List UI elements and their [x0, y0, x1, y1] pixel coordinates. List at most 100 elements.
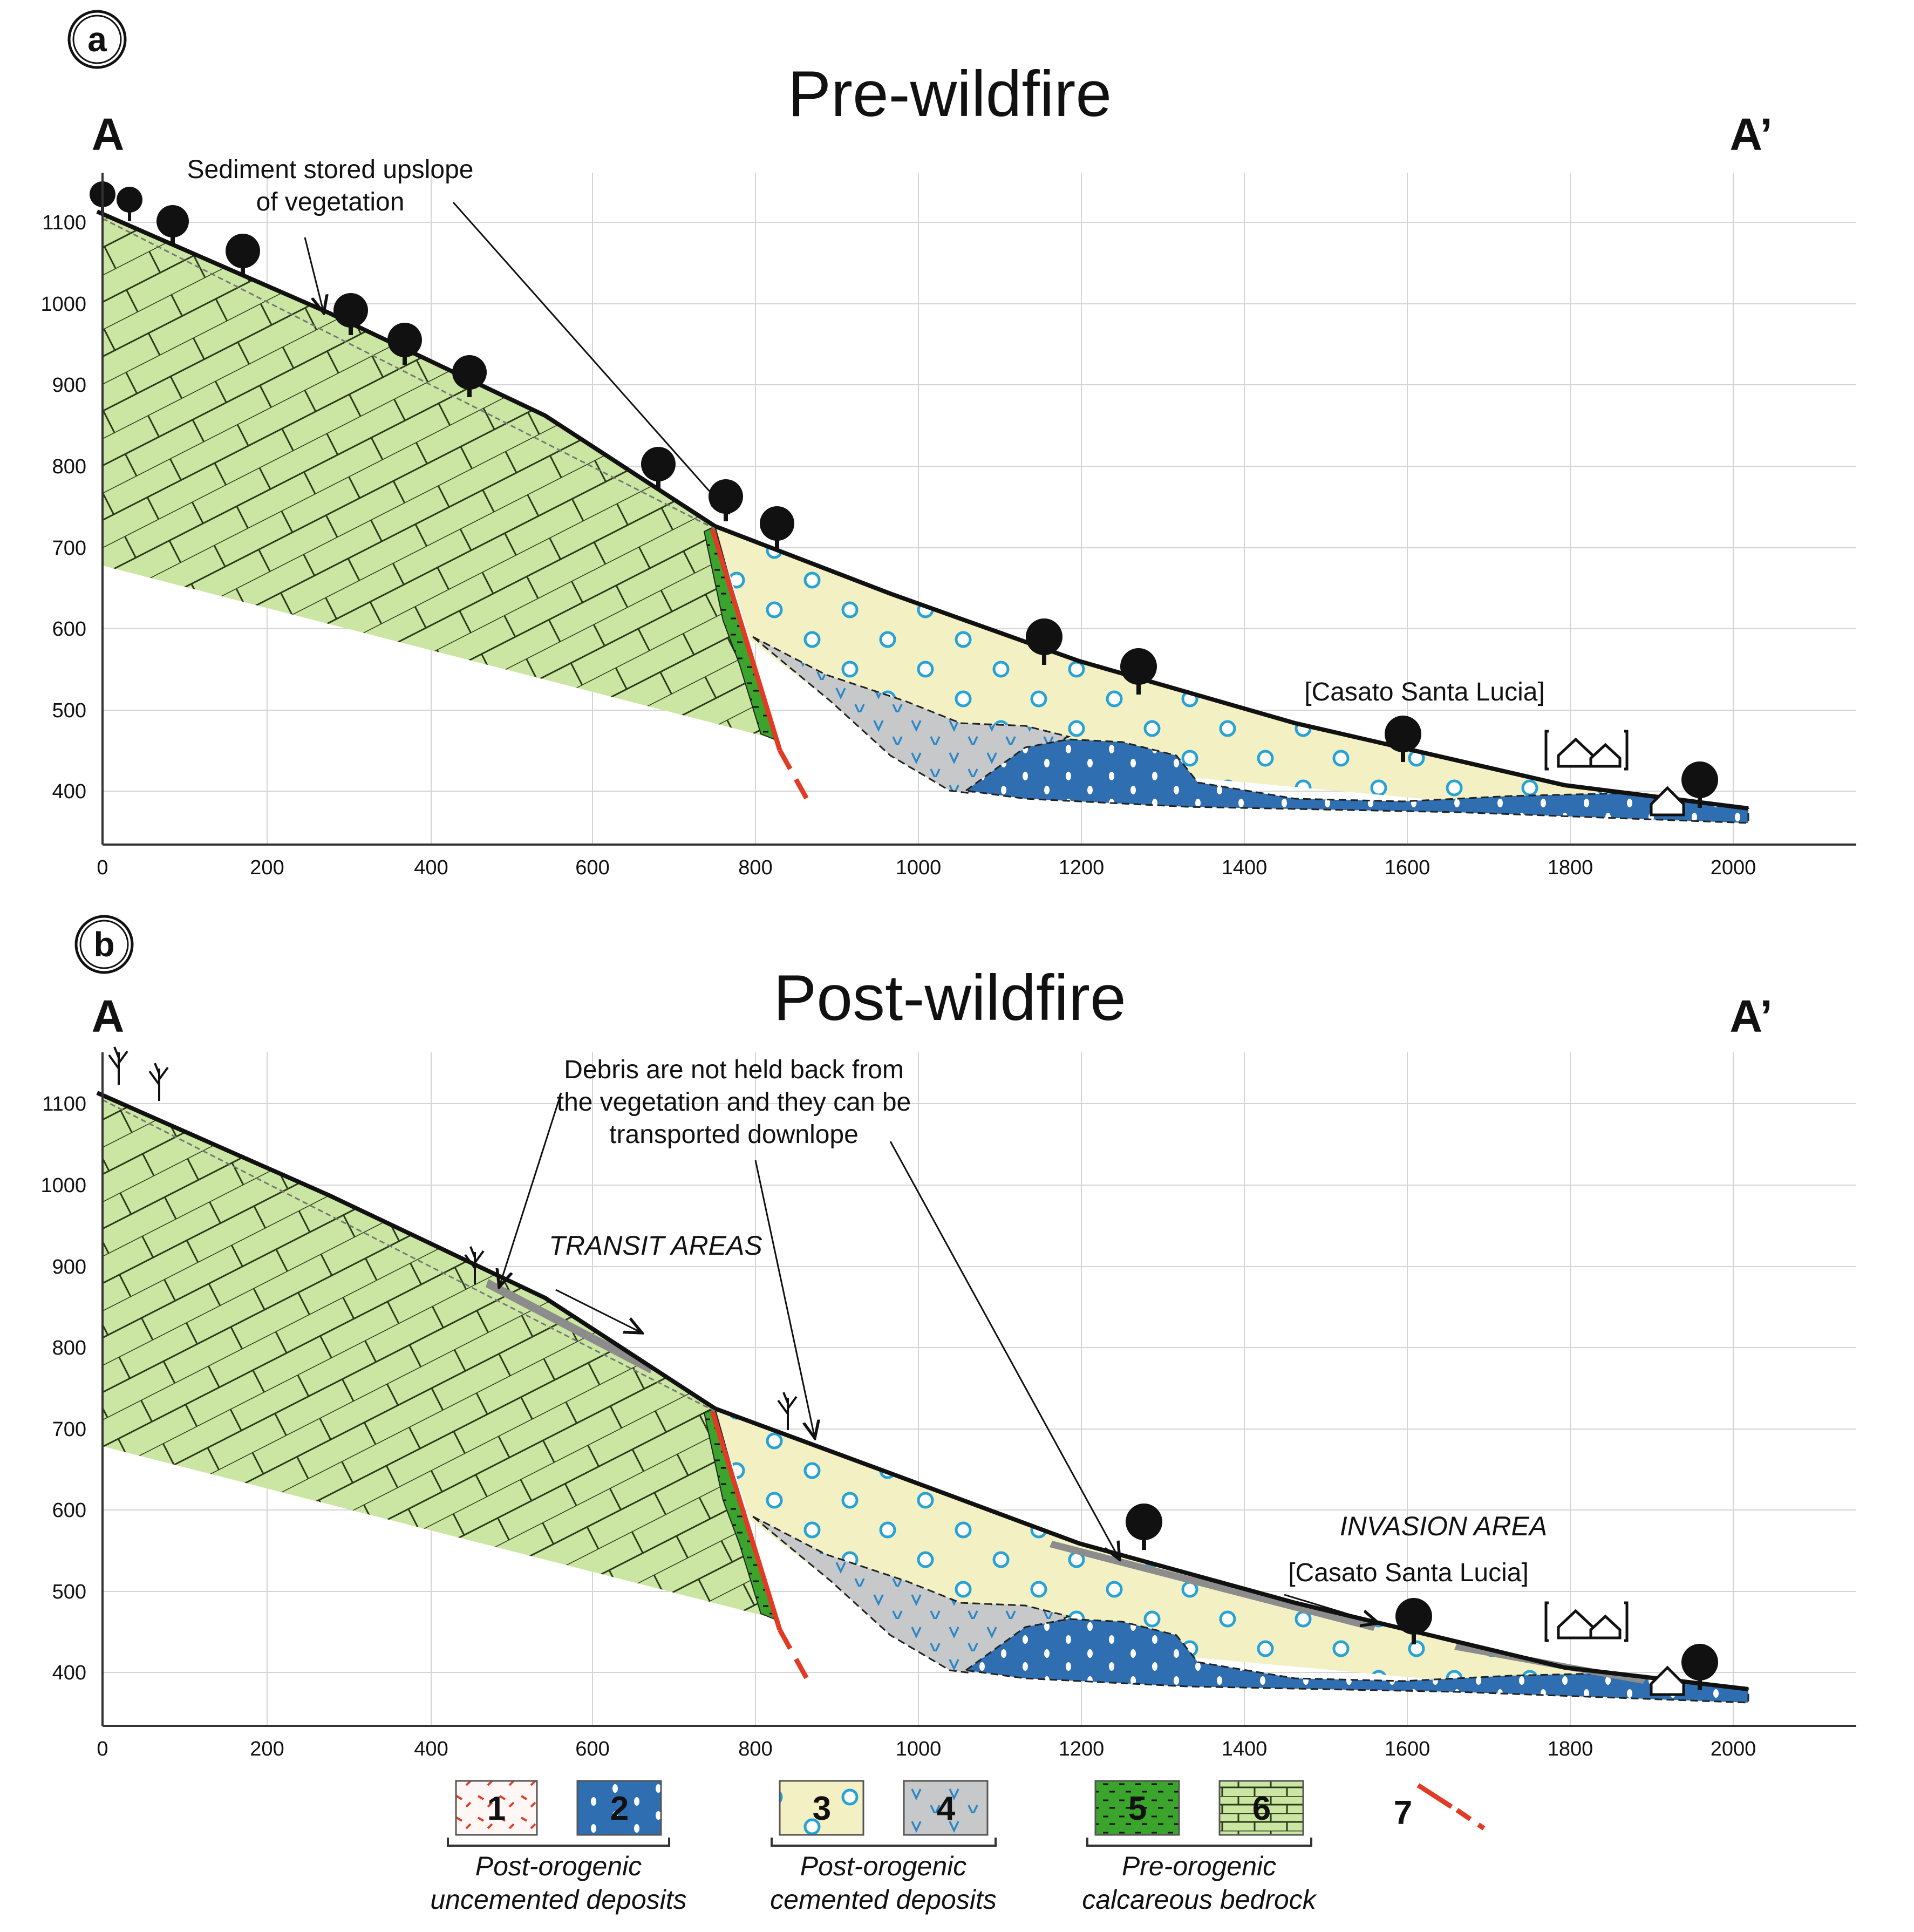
legend-group2-line1: Post-orogenic	[800, 1851, 967, 1881]
x-tick-1400: 1400	[1222, 1738, 1268, 1760]
panel-a-end-label: A’	[1729, 109, 1772, 160]
y-tick-500: 500	[52, 1581, 86, 1603]
fault-line	[710, 528, 782, 751]
panel-a-axes	[101, 173, 1856, 846]
x-tick-1800: 1800	[1548, 1738, 1593, 1760]
legend-item-5: 5	[1094, 1780, 1180, 1836]
panel-b-letter: b	[93, 925, 114, 964]
legend-group3-line1: Pre-orogenic	[1122, 1851, 1276, 1881]
panel-a-start-label: A	[92, 109, 125, 160]
tree-icon	[90, 181, 1718, 808]
y-tick-400: 400	[52, 1662, 86, 1684]
panel-b-letter-circle	[74, 915, 134, 974]
legend-num-2: 2	[610, 1790, 629, 1827]
cemented-deposit	[715, 526, 1748, 820]
legend-num-4: 4	[937, 1790, 956, 1827]
x-tick-1000: 1000	[896, 856, 942, 879]
legend-num-1: 1	[487, 1790, 506, 1827]
fault-line-dashed	[778, 1628, 809, 1680]
fault-line	[710, 1410, 782, 1631]
panel-b-annotation-line-3: transported downlope	[609, 1120, 859, 1149]
legend-group3-line2: calcareous bedrock	[1082, 1885, 1318, 1915]
legend-item-6: 6	[1218, 1780, 1304, 1836]
bedrock-limestone	[103, 215, 766, 737]
y-tick-1000: 1000	[40, 1174, 86, 1197]
x-tick-800: 800	[738, 856, 772, 879]
legend-num-3: 3	[813, 1790, 831, 1827]
legend-item-7: 7	[1394, 1783, 1486, 1832]
y-tick-900: 900	[52, 1256, 86, 1278]
panel-a-x-ticks: 0 200 400 600 800 1000 1200 1400 1600 18…	[97, 856, 1756, 879]
annotation-arrow	[452, 202, 728, 513]
legend-bracket-1	[447, 1838, 670, 1847]
x-tick-400: 400	[414, 1738, 448, 1760]
debris-cover	[1050, 1541, 1376, 1631]
cemented-deposit	[715, 1409, 1748, 1700]
tree-icon	[1126, 1504, 1718, 1690]
x-tick-600: 600	[575, 1738, 609, 1760]
panel-b-place-label: [Casato Santa Lucia]	[1288, 1559, 1529, 1587]
x-tick-400: 400	[414, 856, 448, 879]
legend-item-1: 1	[455, 1780, 538, 1836]
legend-group1-line1: Post-orogenic	[475, 1851, 642, 1881]
panel-b-title: Post-wildfire	[773, 962, 1126, 1034]
x-tick-200: 200	[250, 1738, 284, 1760]
x-tick-2000: 2000	[1711, 1738, 1756, 1760]
x-tick-1200: 1200	[1059, 1738, 1105, 1760]
panel-a-annotation-line-2: of vegetation	[256, 188, 405, 216]
panel-a-y-ticks: 400 500 600 700 800 900 1000 1100	[40, 212, 86, 803]
debris-cover	[486, 1279, 653, 1373]
y-tick-800: 800	[52, 455, 86, 478]
legend-bracket-2	[771, 1838, 997, 1847]
y-tick-400: 400	[52, 780, 86, 803]
panel-b-annotation-line-1: Debris are not held back from	[564, 1056, 904, 1084]
panel-a-annotation-line-1: Sediment stored upslope	[187, 155, 474, 184]
sediment-layer-thin	[102, 1099, 716, 1412]
panel-b-x-ticks: 0 200 400 600 800 1000 1200 1400 1600 18…	[97, 1738, 1756, 1760]
sediment-layer-thin	[102, 217, 716, 530]
annotation-arrow	[754, 1160, 815, 1438]
x-tick-0: 0	[97, 1738, 108, 1760]
bedrock-limestone	[103, 1096, 766, 1616]
y-tick-600: 600	[52, 618, 86, 641]
x-tick-1400: 1400	[1222, 856, 1268, 879]
legend-num-7: 7	[1394, 1794, 1412, 1832]
panel-b-annotation-line-2: the vegetation and they can be	[557, 1088, 911, 1117]
panel-b-y-ticks: 400 500 600 700 800 900 1000 1100	[40, 1093, 86, 1684]
annotation-arrow	[499, 1092, 562, 1287]
blue-deposit	[964, 1618, 1749, 1704]
panel-a-pre-wildfire: 400 500 600 700 800 900 1000 1100 0 200 …	[40, 10, 1856, 879]
y-tick-1100: 1100	[42, 212, 86, 234]
blue-deposit	[964, 738, 1749, 824]
burnt-tree-icon	[108, 1046, 798, 1430]
panel-a-letter-circle-inner	[72, 15, 122, 64]
panel-a-letter: a	[87, 20, 107, 59]
panel-a-title: Pre-wildfire	[788, 58, 1112, 130]
legend-bracket-3	[1086, 1838, 1312, 1847]
y-tick-700: 700	[52, 537, 86, 560]
transit-areas-label: TRANSIT AREAS	[549, 1230, 762, 1261]
legend-num-6: 6	[1252, 1790, 1271, 1827]
panel-a-place-label: [Casato Santa Lucia]	[1304, 678, 1545, 706]
legend-item-2: 2	[576, 1780, 662, 1836]
x-tick-1600: 1600	[1385, 1738, 1431, 1760]
panel-b-axes	[101, 1052, 1856, 1727]
fault-line-dashed	[778, 749, 809, 800]
transit-arrow	[555, 1289, 642, 1333]
y-tick-1000: 1000	[40, 293, 86, 316]
x-tick-2000: 2000	[1711, 856, 1756, 879]
panel-b-letter-circle-inner	[79, 920, 129, 969]
topographic-surface	[96, 1091, 1749, 1691]
annotation-arrow	[889, 1141, 1120, 1560]
legend-num-5: 5	[1128, 1790, 1147, 1827]
panel-a-letter-circle	[67, 10, 127, 69]
x-tick-1000: 1000	[896, 1738, 942, 1760]
panel-b-end-label: A’	[1729, 991, 1772, 1042]
legend-item-4: 4	[903, 1780, 989, 1836]
panel-b-grid	[103, 1052, 1856, 1726]
x-tick-600: 600	[575, 856, 609, 879]
x-tick-1200: 1200	[1059, 856, 1105, 879]
y-tick-800: 800	[52, 1337, 86, 1359]
legend: 1 2 3 4 5 6 7 Post-orogenic	[430, 1780, 1486, 1915]
